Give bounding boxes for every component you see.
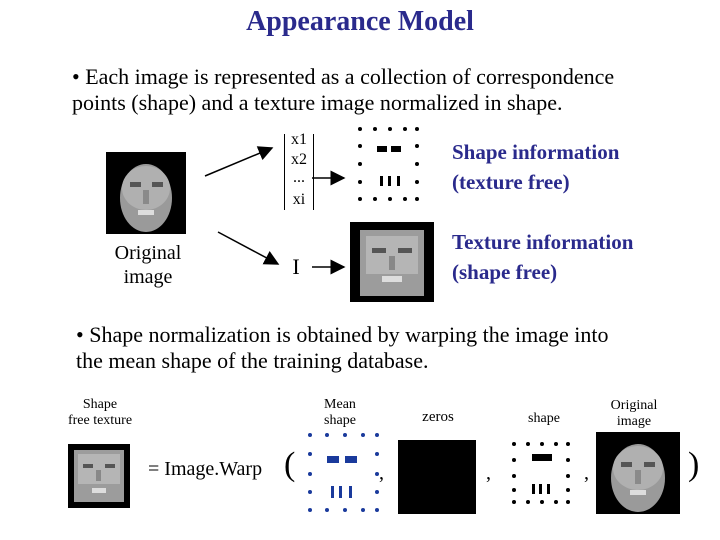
- original-image-label-line-2: image: [123, 266, 173, 288]
- original-face-image: [106, 152, 186, 234]
- texture-info-line-2: (shape free): [452, 260, 558, 284]
- shape-free-texture-image: [350, 222, 434, 302]
- shape-label: shape: [528, 411, 560, 426]
- shape-points-figure: [358, 127, 419, 201]
- original-image-small-label-line-1: Original: [610, 398, 658, 413]
- zeros-label: zeros: [422, 409, 454, 425]
- original-face-small-image: [596, 432, 680, 514]
- original-image-small-label-line-2: image: [616, 414, 652, 429]
- bullet-1-line-1: • Each image is represented as a collect…: [72, 64, 615, 89]
- mean-shape-label-line-1: Mean: [324, 397, 356, 412]
- slide-title: Appearance Model: [246, 6, 474, 37]
- mean-shape-points-figure: [308, 433, 379, 512]
- original-image-label-line-1: Original: [114, 242, 182, 264]
- shape-free-texture-label-line-1: Shape: [82, 397, 118, 412]
- texture-face-drawing: [360, 230, 424, 296]
- shape-vector-x2: x2: [291, 151, 307, 168]
- close-paren: ): [688, 446, 700, 483]
- shape-free-texture-small-image: [68, 444, 130, 508]
- comma-3: ,: [584, 462, 589, 484]
- bullet-2-line-2: the mean shape of the training database.: [76, 348, 429, 373]
- shape-vector-x1: x1: [291, 131, 307, 148]
- zeros-image: [398, 440, 476, 514]
- comma-2: ,: [486, 462, 491, 484]
- small-texture-face-drawing: [74, 450, 124, 502]
- shape-vector-dots: ...: [293, 169, 305, 186]
- shape-points-small-figure: [512, 442, 570, 504]
- bullet-1-line-2: points (shape) and a texture image norma…: [72, 90, 563, 115]
- image-warp-text: = Image.Warp: [148, 458, 263, 480]
- texture-symbol: I: [292, 254, 300, 279]
- face-drawing: [120, 164, 172, 232]
- shape-info-line-1: Shape information: [452, 140, 620, 164]
- texture-info-line-1: Texture information: [452, 230, 634, 254]
- shape-free-texture-label-line-2: free texture: [67, 413, 133, 428]
- shape-vector-bracket: [284, 134, 314, 210]
- comma-1: ,: [379, 462, 384, 484]
- shape-vector-xi: xi: [292, 191, 306, 208]
- mean-shape-label-line-2: shape: [324, 413, 356, 428]
- small-original-face-drawing: [611, 444, 665, 512]
- bullet-2-line-1: • Shape normalization is obtained by war…: [76, 322, 609, 347]
- open-paren: (: [284, 446, 296, 483]
- shape-info-line-2: (texture free): [452, 170, 570, 194]
